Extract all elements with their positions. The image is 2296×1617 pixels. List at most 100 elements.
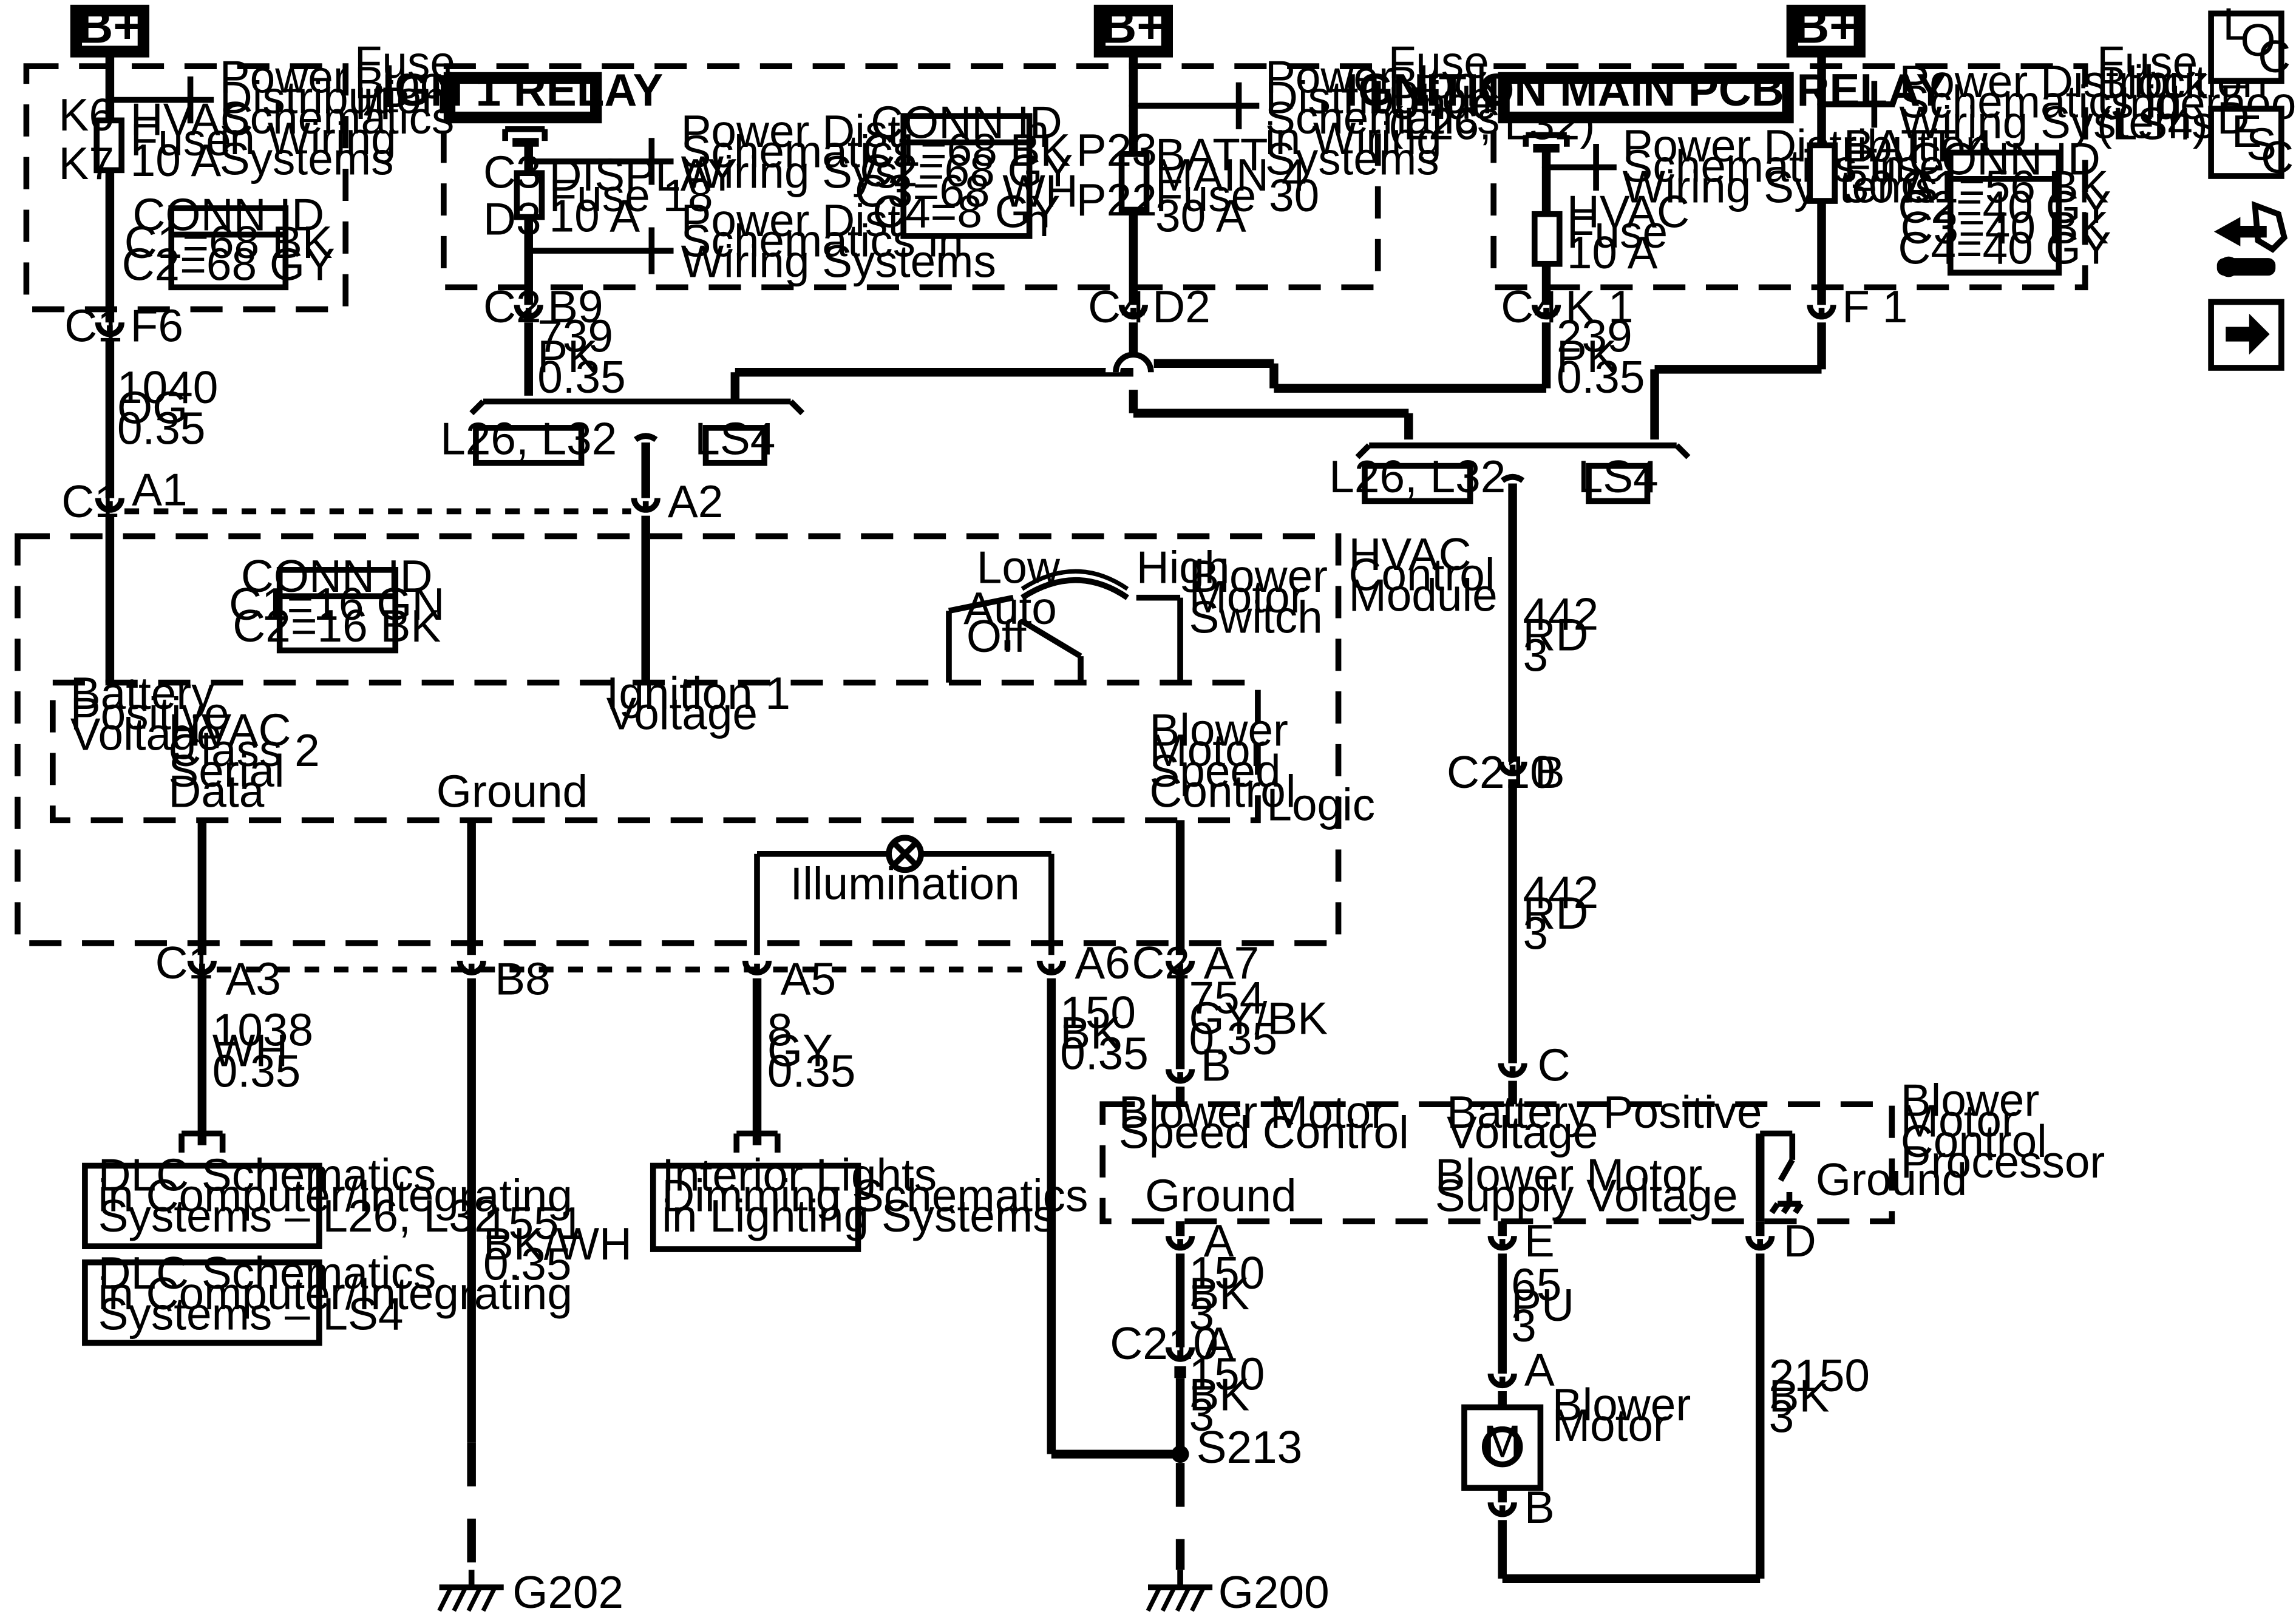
wire-label: PU — [1511, 1280, 1574, 1331]
option-l26-right — [1362, 463, 1473, 504]
fuse-label: 30 A — [1844, 161, 1935, 212]
connector-label: A — [1204, 1215, 1234, 1266]
pin-label: Data — [168, 766, 264, 817]
processor-label: Blower — [1901, 1075, 2040, 1126]
conn-id-entry: C1=68 BK — [862, 124, 1070, 175]
option-l26-left — [473, 425, 585, 466]
hvac-fuse-ls4 — [1531, 211, 1563, 267]
fuse-label: Fuse — [1567, 206, 1668, 257]
conn-id-box — [900, 113, 1033, 239]
batt4-fuse — [1807, 142, 1838, 204]
wire-label: 0.35 — [212, 1045, 301, 1096]
switch-label: Switch — [1189, 592, 1323, 643]
wire-label: BK — [1769, 1371, 1830, 1422]
conn-id-entry: C2=68 GY — [860, 145, 1073, 196]
connector-label: B9 — [548, 281, 603, 332]
wire-label: 65 — [1511, 1259, 1561, 1310]
wire-label: 150 — [1060, 987, 1136, 1038]
wire-label: 150 — [1189, 1349, 1265, 1400]
harness-connector-icon[interactable] — [2213, 201, 2288, 277]
block-label: Fuse — [1388, 36, 1489, 87]
processor-label: Processor — [1901, 1136, 2105, 1187]
conn-id-box — [276, 567, 399, 654]
hvac-control-module: HVAC Control Module CONN ID C1=16 GN C2=… — [15, 529, 1498, 955]
dlc-ls4-reference[interactable] — [82, 1259, 322, 1346]
note: Systems — [220, 134, 394, 185]
processor-label: Control — [1901, 1116, 2047, 1167]
reference-text: in Computer/Integrating — [98, 1170, 572, 1221]
note: Schematics — [220, 92, 454, 143]
terminal-label: C3 — [483, 146, 542, 197]
illumination-lamp: Illumination — [754, 835, 1055, 955]
wire-label: 3 — [1511, 1300, 1537, 1351]
ignition-main-pcb-relay-box — [1498, 72, 1794, 124]
wire-label: 3 — [1189, 1389, 1215, 1440]
wire-label: WH — [212, 1025, 288, 1076]
pin-label: Positive — [70, 688, 229, 739]
switch-position-label: High — [1136, 542, 1230, 593]
relay-label: IGNITION MAIN PCB RELAY — [1345, 64, 1946, 115]
note: in Wiring — [220, 113, 396, 164]
logic-section — [50, 679, 1261, 824]
connector-label: E — [1524, 1215, 1555, 1266]
connector-c — [1501, 1063, 1524, 1075]
icon-letter: D — [2217, 92, 2250, 143]
connector-a-ground — [1169, 1236, 1192, 1247]
fuse-label: Fuse 30 — [1155, 170, 1319, 221]
wire-label: 1038 — [212, 1005, 313, 1056]
block-label: I/P — [355, 78, 410, 129]
pin-label: Voltage — [1447, 1107, 1598, 1158]
option-label: L26, L32 — [440, 413, 617, 464]
connector-label: D — [1784, 1215, 1816, 1266]
interior-lights-reference[interactable] — [650, 1162, 861, 1252]
fuse-label: Fuse — [131, 114, 231, 165]
hvac-fuse-ip — [93, 117, 125, 174]
wire-label: BK — [1189, 1268, 1250, 1319]
lamp-label: Illumination — [790, 858, 1020, 909]
wire-label: 0.35 — [767, 1045, 856, 1096]
loc-icon[interactable]: L O C — [2208, 0, 2291, 84]
note: Power Distribution — [1899, 56, 2267, 107]
option-label: LS4 — [1578, 451, 1659, 502]
wire-label: 2150 — [1769, 1350, 1870, 1401]
fuse-label: 10 A — [131, 135, 222, 186]
desc-icon[interactable]: D E S C — [2208, 92, 2294, 183]
ground-g202-icon — [440, 1570, 504, 1611]
switch-position-label: Off — [966, 611, 1027, 662]
connector-b-motor — [1490, 1502, 1514, 1514]
pin-label: Class 2 — [168, 725, 319, 776]
wire-label: 1551 — [483, 1198, 584, 1249]
pin-label: Voltage — [606, 688, 758, 739]
bplus-label: B+ — [1795, 0, 1858, 53]
connector-label: F6 — [131, 300, 183, 351]
wire-label: 3 — [1523, 908, 1548, 959]
conn-id-entry: C1=56 BK — [1901, 161, 2109, 212]
connector-label: B8 — [495, 953, 550, 1004]
wire-label: 3 — [1189, 1289, 1215, 1340]
note: Power — [220, 52, 348, 103]
wire-label: RD — [1523, 887, 1588, 938]
ground-label: G202 — [512, 1567, 623, 1617]
icon-letter: C — [2261, 132, 2294, 183]
block-label: Fuse — [355, 36, 455, 87]
wire-label: 0.35 — [1189, 1013, 1278, 1064]
reference-text: Dimming Schematics — [662, 1170, 1088, 1221]
bplus-center: B+ — [1093, 0, 1173, 58]
icon-letter: S — [2246, 118, 2277, 169]
next-arrow-icon[interactable] — [2208, 299, 2284, 371]
terminal-label: P23 — [1076, 124, 1157, 175]
wire-label: 150 — [1189, 1247, 1265, 1298]
conn-id-entry: C4=8 GY — [872, 186, 1061, 237]
blower-motor: M Blower Motor — [1461, 1379, 1691, 1491]
connector-d — [1748, 1236, 1772, 1247]
fuse-block-ip: K6 K7 HVAC Fuse 10 A Power Distribution … — [23, 36, 503, 323]
note: Wiring Systems — [1899, 97, 2214, 147]
reference-text: Systems – LS4 — [98, 1289, 404, 1340]
fuse-label: MAIN 4 — [1155, 149, 1306, 200]
dlc-l26-reference[interactable] — [82, 1162, 322, 1250]
pin-label: Speed — [1149, 745, 1280, 796]
note: Schematics in — [1899, 76, 2181, 127]
note: in Wiring — [1265, 113, 1442, 164]
connector-label: B — [1535, 747, 1565, 798]
